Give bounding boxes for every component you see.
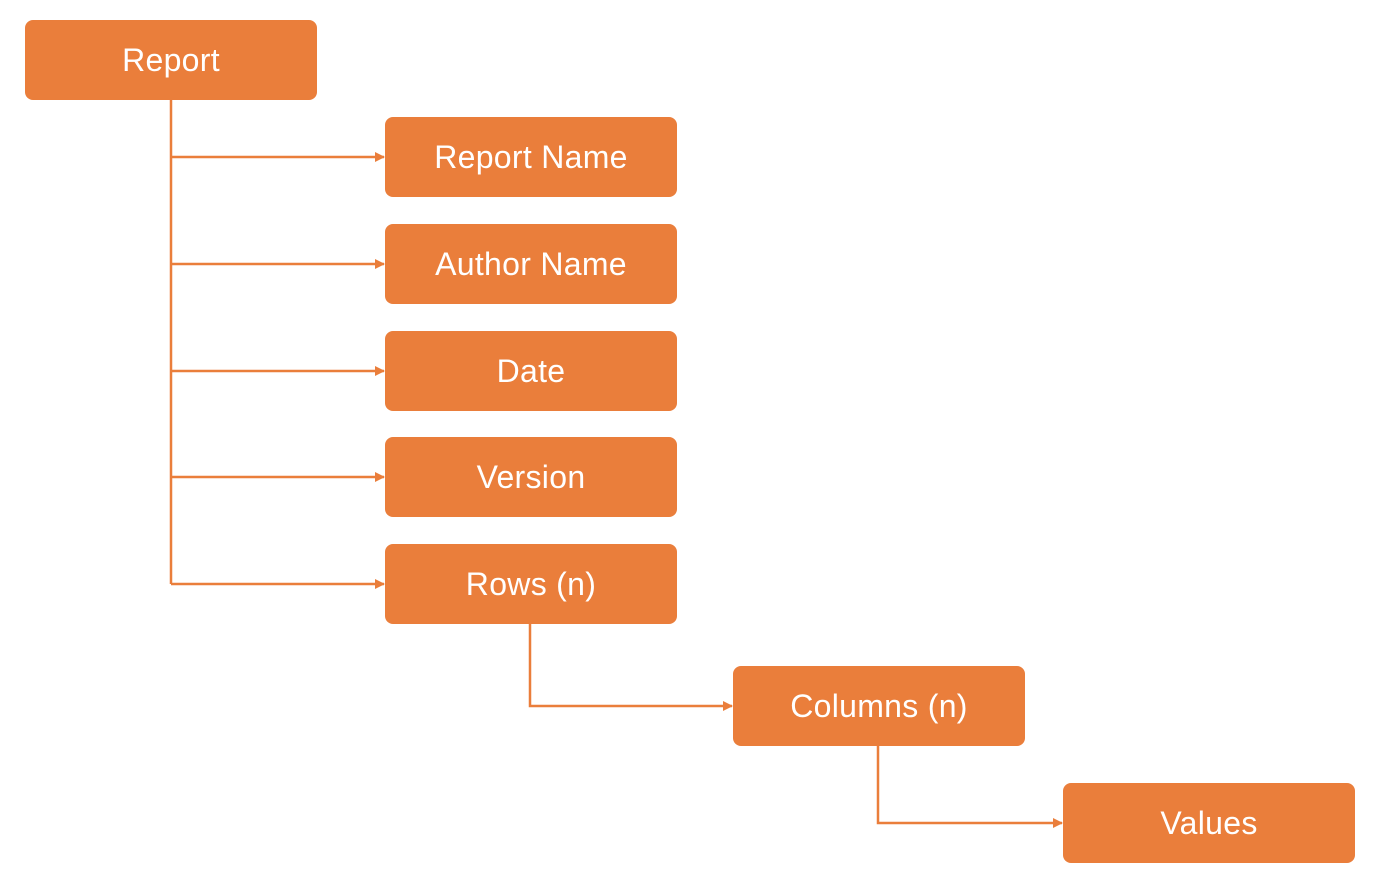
node-rows: Rows (n) bbox=[385, 544, 677, 624]
arrow-columns-to-values bbox=[876, 746, 1063, 828]
node-author-name-label: Author Name bbox=[435, 245, 627, 282]
node-columns-label: Columns (n) bbox=[790, 687, 968, 724]
node-values: Values bbox=[1063, 783, 1355, 863]
node-version-label: Version bbox=[476, 458, 586, 495]
node-report-label: Report bbox=[122, 41, 220, 78]
node-values-label: Values bbox=[1160, 804, 1258, 841]
node-columns: Columns (n) bbox=[733, 666, 1025, 746]
node-author-name: Author Name bbox=[385, 224, 677, 304]
node-date: Date bbox=[385, 331, 677, 411]
node-report-name-label: Report Name bbox=[434, 138, 628, 175]
node-rows-label: Rows (n) bbox=[465, 565, 597, 602]
node-report-name: Report Name bbox=[385, 117, 677, 197]
node-date-label: Date bbox=[496, 352, 566, 389]
arrow-rows-to-columns bbox=[528, 624, 733, 711]
node-version: Version bbox=[385, 437, 677, 517]
node-report: Report bbox=[25, 20, 317, 100]
